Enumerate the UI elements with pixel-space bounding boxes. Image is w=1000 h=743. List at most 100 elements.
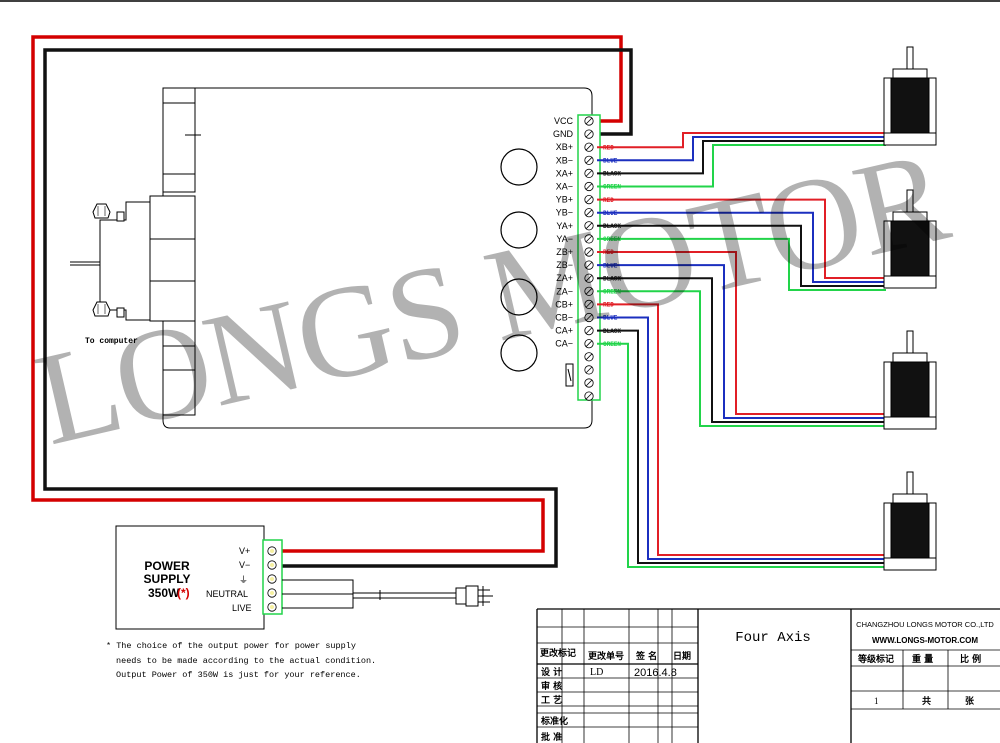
ps-terminal-screw [267,560,277,570]
terminal-screw [584,129,594,139]
wire-label: BLACK [603,328,621,335]
wire-label: BLUE [603,262,618,269]
terminal-label-gnd: GND [553,129,574,139]
ps-title-2: SUPPLY [144,572,191,586]
terminal-label-ybminus: YB− [556,208,573,218]
terminal-label-yaminus: YA− [556,234,573,244]
motor-3-wire-2 [597,264,886,419]
terminal-label-ybplus: YB+ [556,195,573,205]
terminal-label-caminus: CA− [555,339,573,349]
terminal-label-zbplus: ZB+ [556,247,573,257]
title-block-text: 更改标记 更改单号 签 名 日期 设 计 LD 2016.4.8 审 核 工 艺… [540,620,994,743]
design-date: 2016.4.8 [634,667,677,679]
terminal-label-xaminus: XA− [556,182,573,192]
wire-label: RED [603,249,614,256]
motor-2-wire-3 [597,224,886,287]
title-block [536,608,1000,743]
stepper-motor-3 [883,330,937,430]
to-computer-label: To computer [85,337,138,346]
terminal-label-zaminus: ZA− [556,286,573,296]
ps-terminal-neutral: NEUTRAL [206,589,248,599]
motor-4-wire-3 [597,329,886,564]
driver-board [70,87,593,429]
wire-label: BLACK [603,171,621,178]
terminal-screw [584,339,594,349]
terminal-label-zaplus: ZA+ [556,273,573,283]
ac-plug [282,579,493,609]
terminal-screw [584,365,594,375]
date-col: 日期 [673,650,691,662]
scale-label: 比 例 [960,653,981,665]
motor-3-wire-1 [597,251,886,415]
pot-knob-1 [500,148,538,186]
terminal-screw [584,378,594,388]
grade-label: 等级标记 [857,653,894,665]
wire-label: GREEN [603,289,621,296]
designer-name: LD [590,667,603,678]
ps-terminal-live: LIVE [232,603,252,613]
note-line-2: needs to be made according to the actual… [116,656,376,666]
terminal-label-xaplus: XA+ [556,168,573,178]
terminal-screw [584,299,594,309]
gnd-wire [43,48,633,568]
terminal-label-vcc: VCC [554,116,574,126]
wire-label: RED [603,302,614,309]
wire-label: RED [603,144,614,151]
terminal-screw [584,391,594,401]
motor-1-wire-1 [597,132,886,149]
motor-1-wire-4 [597,144,886,188]
terminal-screw [584,234,594,244]
motor-1-wire-2 [597,136,886,162]
process-label: 工 艺 [541,694,562,706]
ground-icon: ⏚ [239,575,248,585]
note-line-1: * The choice of the output power for pow… [106,641,356,651]
vcc-wire [31,35,623,553]
stepper-motor-4 [883,471,937,571]
ps-terminal-vplus: V+ [239,546,250,556]
terminal-label-xbminus: XB− [556,155,573,165]
ps-terminal-screw [267,574,277,584]
terminal-screw [584,247,594,257]
note-line-3: Output Power of 350W is just for your re… [116,670,361,680]
terminal-screw [584,195,594,205]
stepper-motor-2 [883,189,937,289]
terminal-screw [584,168,594,178]
ps-terminal-screw [267,588,277,598]
terminal-screw [584,286,594,296]
terminal-label-cbminus: CB− [555,313,573,323]
motor-4-wire-2 [597,316,886,560]
wire-label: BLACK [603,223,621,230]
review-label: 审 核 [541,680,562,692]
stepper-motor-1 [883,46,937,146]
wire-label: GREEN [603,341,621,348]
sheet-no: 1 [874,696,879,706]
terminal-screw [584,208,594,218]
ps-mark: (*) [177,586,190,600]
power-wires [31,35,633,568]
terminal-screw [584,116,594,126]
terminal-screw [584,312,594,323]
wire-label: GREEN [603,236,621,243]
pot-knob-2 [500,211,538,249]
terminal-label-cbplus: CB+ [555,299,573,309]
terminal-label-xbplus: XB+ [556,142,573,152]
terminal-screw [584,260,594,270]
terminal-label-yaplus: YA+ [556,221,573,231]
stepper-motors [883,46,937,571]
sheet-label: 张 [965,695,975,707]
terminal-screw [584,155,594,165]
wire-label: GREEN [603,184,621,191]
motor-wires [597,132,886,568]
ps-title-1: POWER [144,559,190,573]
ps-terminal-screw [267,602,277,612]
terminal-screw [584,142,594,152]
standard-label: 标准化 [540,715,568,727]
sign-col: 签 名 [635,650,657,662]
board-terminal-strip: VCCGNDXB+XB−XA+XA−YB+YB−YA+YA−ZB+ZB−ZA+Z… [553,114,601,401]
pot-knob-4 [500,334,538,372]
motor-1-wire-3 [597,140,886,175]
rev-mark: 更改标记 [540,647,576,659]
motor-3-wire-4 [597,290,886,427]
motor-2-wire-4 [597,237,886,291]
terminal-screw [584,221,594,231]
